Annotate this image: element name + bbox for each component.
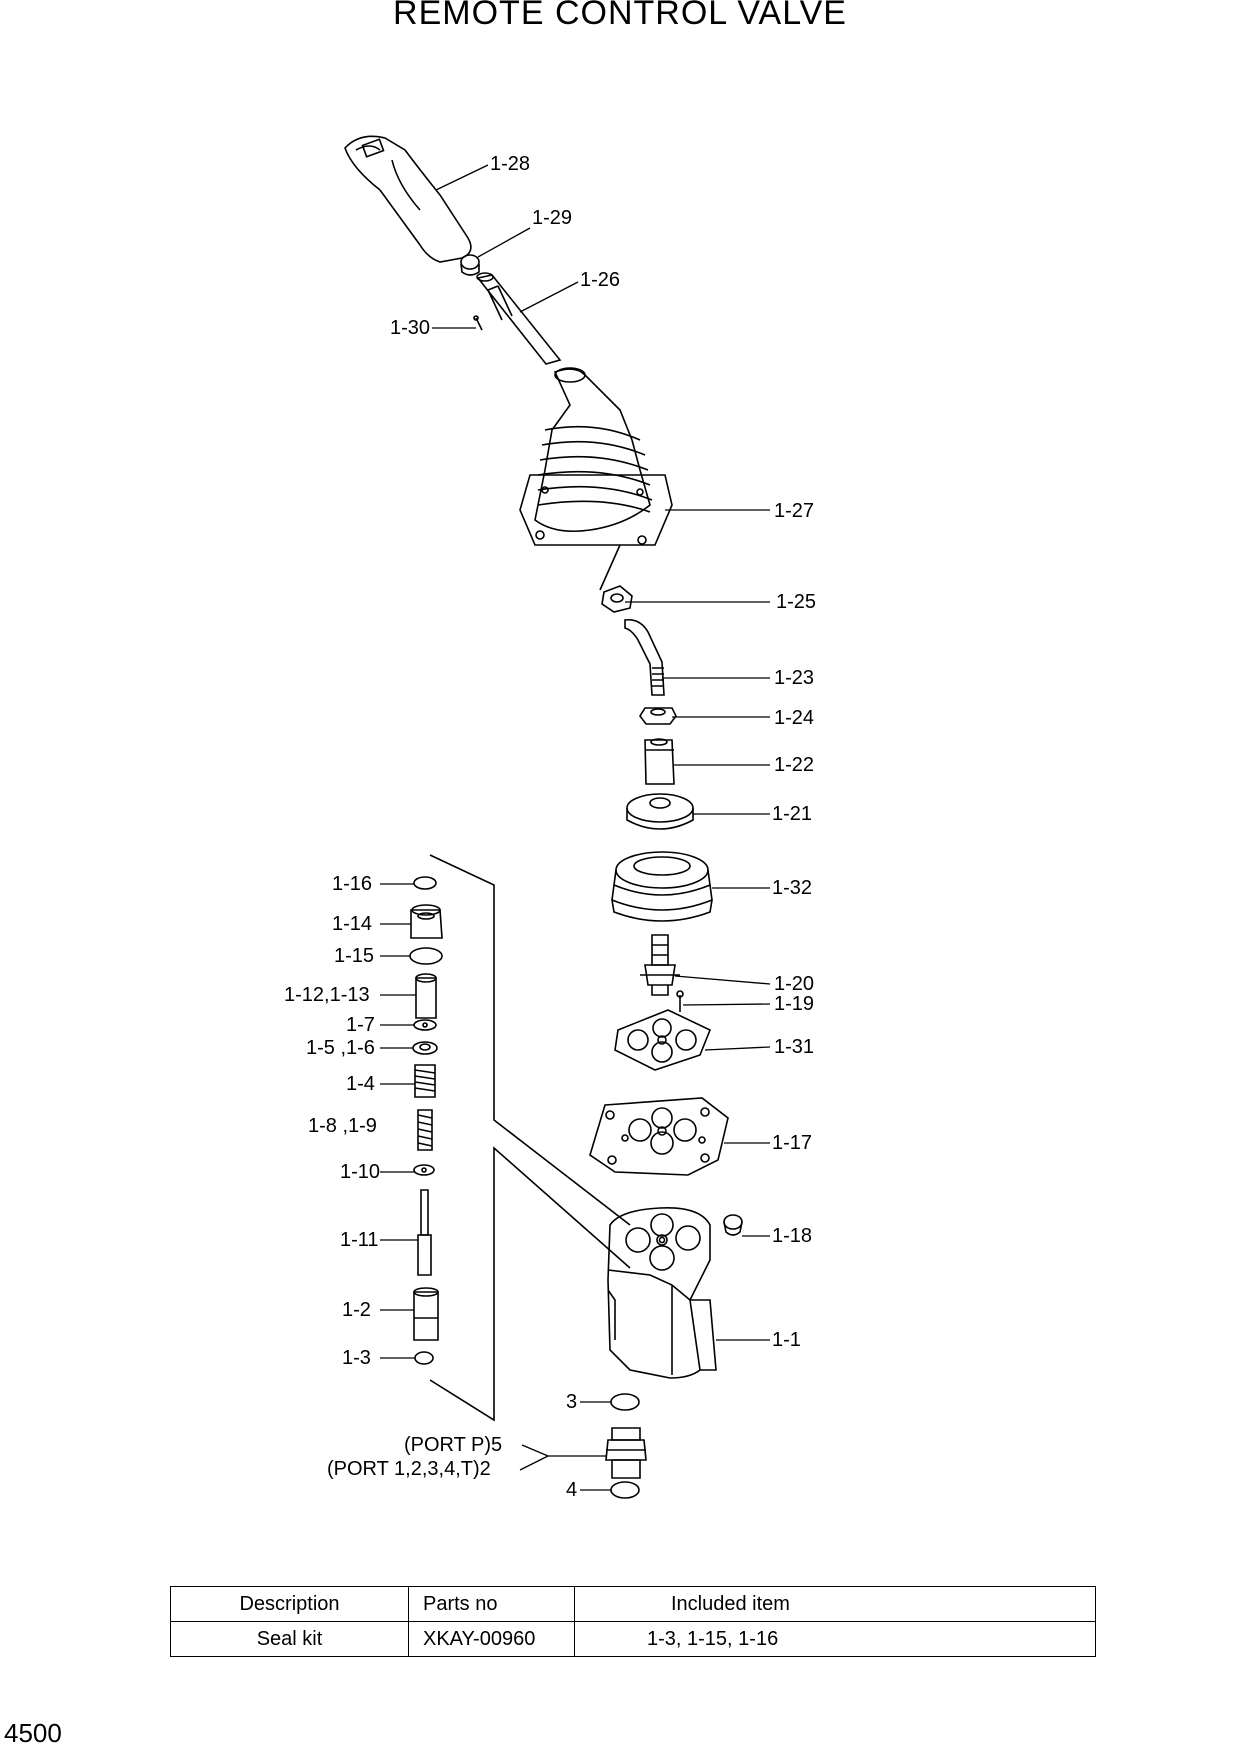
lever-tube (476, 272, 562, 365)
label-1-12-1-13: 1-12,1-13 (284, 984, 370, 1006)
label-1-22: 1-22 (774, 754, 814, 776)
pin (473, 315, 483, 331)
label-1-20: 1-20 (774, 973, 814, 995)
label-1-21: 1-21 (772, 803, 812, 825)
table-header-row: Description Parts no Included item (170, 1586, 1096, 1622)
page-number: 4500 (4, 1718, 62, 1748)
label-1-7: 1-7 (346, 1014, 375, 1036)
plug (723, 1214, 743, 1236)
label-1-14: 1-14 (332, 913, 372, 935)
bracket-line-top (429, 854, 631, 1226)
label-1-29: 1-29 (532, 207, 572, 229)
label-1-1: 1-1 (772, 1329, 801, 1351)
header-parts-no: Parts no (408, 1586, 575, 1622)
coupling (644, 738, 675, 785)
nut (639, 707, 677, 725)
leader-lines (380, 164, 771, 1491)
boot-leader (599, 544, 621, 591)
label-1-3: 1-3 (342, 1347, 371, 1369)
label-1-23: 1-23 (774, 667, 814, 689)
connector (605, 1427, 647, 1479)
label-1-32: 1-32 (772, 877, 812, 899)
label-4: 4 (566, 1479, 577, 1501)
label-1-24: 1-24 (774, 707, 814, 729)
cell-included-item: 1-3, 1-15, 1-16 (574, 1621, 1096, 1657)
label-1-18: 1-18 (772, 1225, 812, 1247)
header-description: Description (170, 1586, 409, 1622)
label-1-4: 1-4 (346, 1073, 375, 1095)
disc-plate (626, 793, 694, 830)
plate (614, 1009, 712, 1071)
label-1-31: 1-31 (774, 1036, 814, 1058)
header-included-item: Included item (574, 1586, 1096, 1622)
callout-labels: 1-28 1-29 1-26 1-30 1-27 1-25 1-23 1-24 … (284, 153, 816, 1501)
boot (519, 367, 673, 546)
label-3: 3 (566, 1391, 577, 1413)
page-title: REMOTE CONTROL VALVE (393, 0, 847, 32)
label-1-27: 1-27 (774, 500, 814, 522)
label-1-19: 1-19 (774, 993, 814, 1015)
label-1-11: 1-11 (340, 1229, 379, 1251)
label-1-2: 1-2 (342, 1299, 371, 1321)
lock-nut (601, 585, 633, 613)
universal-joint (640, 934, 680, 996)
o-ring-bottom (610, 1481, 640, 1499)
screw (676, 990, 684, 1012)
valve-body (607, 1207, 717, 1379)
left-parts-column (409, 876, 443, 1365)
seal-kit-table: Description Parts no Included item Seal … (170, 1586, 1096, 1657)
lever-grip (344, 135, 472, 263)
port-plate (589, 1097, 729, 1176)
grip-cap (460, 254, 480, 276)
label-1-10: 1-10 (340, 1161, 380, 1183)
label-1-5-1-6: 1-5 ,1-6 (306, 1037, 375, 1059)
cell-description: Seal kit (170, 1621, 409, 1657)
label-1-16: 1-16 (332, 873, 372, 895)
label-1-8-1-9: 1-8 ,1-9 (308, 1115, 377, 1137)
label-1-30: 1-30 (390, 317, 430, 339)
label-1-28: 1-28 (490, 153, 530, 175)
label-port-p: (PORT P)5 (404, 1434, 502, 1456)
label-1-17: 1-17 (772, 1132, 812, 1154)
o-ring (610, 1393, 640, 1411)
label-1-15: 1-15 (334, 945, 374, 967)
bracket-line-bottom (429, 1146, 631, 1422)
label-port-1234t: (PORT 1,2,3,4,T)2 (327, 1458, 491, 1480)
label-1-26: 1-26 (580, 269, 620, 291)
lever-shaft (624, 618, 665, 696)
table-row: Seal kit XKAY-00960 1-3, 1-15, 1-16 (170, 1621, 1096, 1657)
label-1-25: 1-25 (776, 591, 816, 613)
cell-parts-no: XKAY-00960 (408, 1621, 575, 1657)
seal-boot (611, 851, 713, 922)
